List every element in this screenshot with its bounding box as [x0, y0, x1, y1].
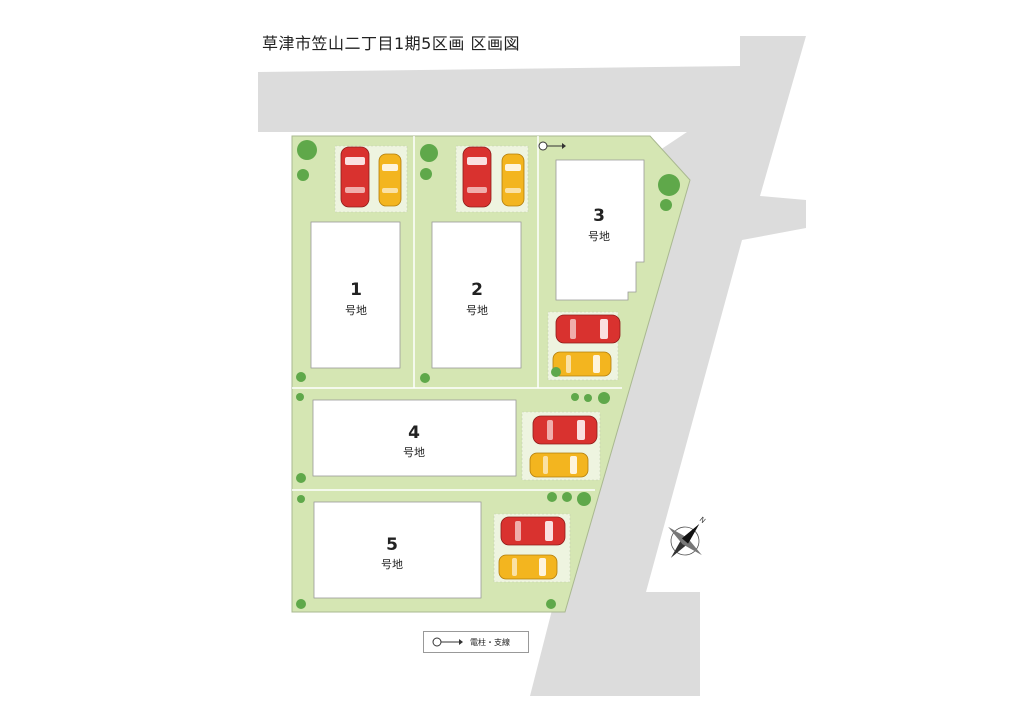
svg-text:N: N [698, 516, 707, 526]
site-lots [291, 135, 691, 613]
tree-icon [296, 473, 306, 483]
lot-label-1: 1 号地 [345, 280, 367, 317]
svg-text:号地: 号地 [466, 304, 488, 317]
svg-text:号地: 号地 [403, 446, 425, 459]
compass-rose-icon: N [668, 516, 707, 558]
car-yellow-lot-2 [501, 153, 525, 207]
tree-icon [420, 373, 430, 383]
car-red-lot-1 [340, 146, 370, 208]
tree-icon [296, 372, 306, 382]
road-north [258, 66, 740, 132]
lot-label-3: 3 号地 [588, 206, 610, 243]
utility-pole-icon [432, 637, 463, 647]
lot-label-5: 5 号地 [381, 535, 403, 571]
road-east [530, 36, 806, 696]
tree-icon [297, 169, 309, 181]
svg-text:2: 2 [471, 280, 483, 300]
svg-text:号地: 号地 [381, 558, 403, 571]
svg-text:3: 3 [593, 206, 605, 226]
trees [296, 140, 680, 609]
tree-icon [296, 393, 304, 401]
legend-label: 電柱・支線 [470, 637, 510, 647]
tree-icon [297, 495, 305, 503]
house-lot-4 [312, 399, 517, 477]
house-lot-2 [431, 221, 522, 369]
car-yellow-lot-3 [552, 351, 612, 377]
svg-text:号地: 号地 [588, 230, 610, 243]
tree-icon [598, 392, 610, 404]
utility-pole-icon [538, 141, 566, 151]
tree-icon [658, 174, 680, 196]
car-red-lot-5 [500, 516, 566, 546]
tree-icon [297, 140, 317, 160]
tree-icon [577, 492, 591, 506]
tree-icon [562, 492, 572, 502]
svg-text:5: 5 [386, 535, 398, 555]
car-red-lot-2 [462, 146, 492, 208]
tree-icon [584, 394, 592, 402]
tree-icon [660, 199, 672, 211]
car-red-lot-3 [555, 314, 621, 344]
tree-icon [546, 599, 556, 609]
car-yellow-lot-1 [378, 153, 402, 207]
house-lot-3 [555, 159, 645, 301]
car-yellow-lot-4 [529, 452, 589, 478]
tree-icon [420, 144, 438, 162]
lot-label-4: 4 号地 [403, 423, 425, 459]
tree-icon [571, 393, 579, 401]
svg-text:号地: 号地 [345, 304, 367, 317]
car-yellow-lot-5 [498, 554, 558, 580]
tree-icon [296, 599, 306, 609]
roads [258, 36, 806, 696]
lot-label-2: 2 号地 [466, 280, 488, 317]
svg-text:4: 4 [408, 423, 420, 443]
car-red-lot-4 [532, 415, 598, 445]
tree-icon [547, 492, 557, 502]
house-lot-5 [313, 501, 482, 599]
tree-icon [420, 168, 432, 180]
page-title: 草津市笠山二丁目1期5区画 区画図 [262, 34, 520, 53]
tree-icon [551, 367, 561, 377]
house-lot-1 [310, 221, 401, 369]
svg-text:1: 1 [350, 280, 362, 300]
legend: 電柱・支線 [423, 631, 529, 653]
